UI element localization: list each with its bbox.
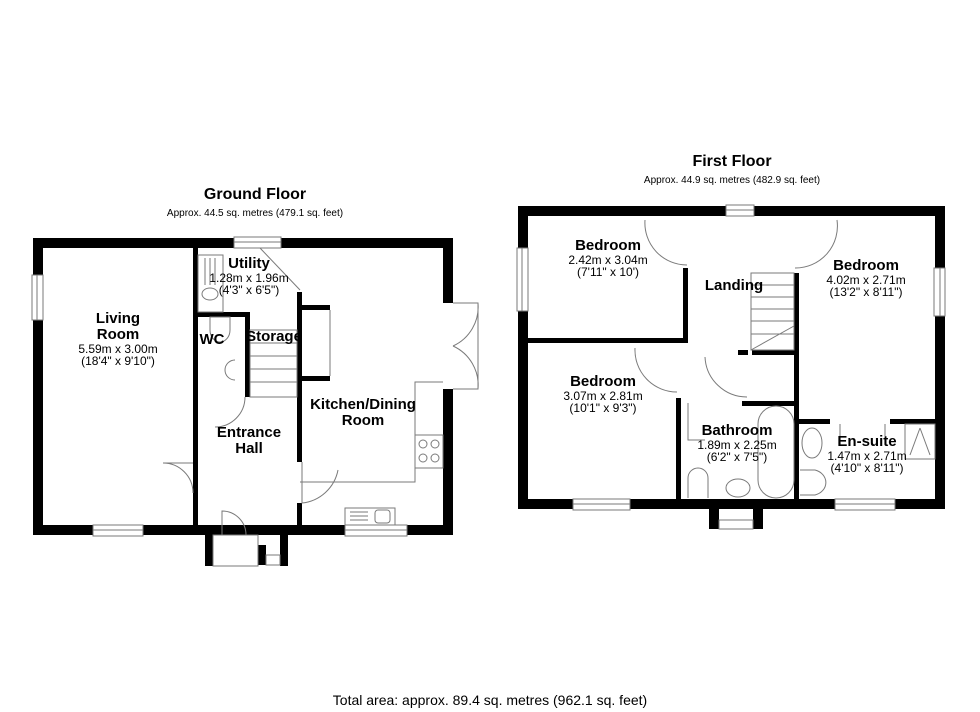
wall [752, 350, 794, 355]
wall [443, 389, 453, 535]
wall [676, 398, 681, 499]
wall [258, 545, 266, 565]
wall [302, 376, 330, 381]
wall [754, 206, 945, 216]
first-floor-plan [518, 206, 945, 529]
room-name: Kitchen/Dining [310, 396, 416, 413]
ground-floor-title: Ground Floor [203, 186, 307, 203]
room-dimensions-imperial: (4'10" x 8'11") [830, 461, 904, 476]
wall [630, 499, 835, 509]
room-name: WC [199, 331, 225, 348]
room-name: En-suite [837, 433, 897, 450]
wall [895, 499, 945, 509]
total-area: Total area: approx. 89.4 sq. metres (962… [332, 692, 648, 708]
wall [297, 292, 302, 462]
wall [33, 238, 43, 535]
room-dimensions-metric: 4.02m x 2.71m [826, 272, 906, 287]
wall [280, 535, 288, 566]
room-bedroom-1: Bedroom 4.02m x 2.71m (13'2" x 8'11") [826, 258, 905, 299]
room-dimensions-metric: 2.42m x 3.04m [568, 252, 648, 267]
room-dimensions-imperial: (18'4" x 9'10") [81, 354, 155, 369]
wall [738, 350, 748, 355]
room-living-room: Living Room 5.59m x 3.00m (18'4" x 9'10"… [78, 311, 157, 368]
room-dimensions-imperial: (4'3" x 6'5") [218, 283, 280, 298]
wall [528, 338, 688, 343]
room-dimensions-imperial: (10'1" x 9'3") [569, 401, 637, 416]
room-dimensions-imperial: (6'2" x 7'5") [706, 450, 768, 465]
room-name: Hall [235, 439, 263, 457]
ground-floor-plan [33, 238, 453, 566]
room-dimensions-metric: 3.07m x 2.81m [563, 388, 643, 403]
room-bathroom: Bathroom 1.89m x 2.25m (6'2" x 7'5") [697, 423, 776, 464]
first-floor-area: Approx. 44.9 sq. metres (482.9 sq. feet) [643, 175, 821, 186]
wall [709, 509, 719, 529]
room-dimensions-imperial: (13'2" x 8'11") [829, 285, 903, 300]
wall [742, 401, 794, 406]
room-name: Utility [228, 255, 270, 272]
room-wc: WC [200, 332, 225, 348]
first-floor-fixtures [516, 204, 946, 530]
wall [302, 305, 330, 310]
wall [935, 206, 945, 509]
room-name: Bathroom [701, 422, 773, 439]
room-landing: Landing [705, 278, 763, 294]
room-name: Landing [704, 277, 764, 294]
room-name: Living [95, 310, 141, 327]
room-name: Room [96, 325, 140, 343]
first-floor-title: First Floor [692, 153, 772, 170]
room-name: Storage [246, 328, 302, 345]
room-bedroom-3: Bedroom 3.07m x 2.81m (10'1" x 9'3") [563, 374, 642, 415]
room-dimensions-metric: 1.89m x 2.25m [697, 437, 777, 452]
room-dimensions-metric: 1.28m x 1.96m [209, 270, 289, 285]
wall [297, 503, 302, 528]
wall [443, 238, 453, 303]
wall [33, 525, 93, 535]
wall [143, 525, 345, 535]
wall [794, 273, 799, 499]
room-en-suite: En-suite 1.47m x 2.71m (4'10" x 8'11") [827, 434, 906, 475]
wall [518, 206, 528, 509]
wall [193, 248, 198, 528]
wall [245, 312, 250, 397]
room-dimensions-metric: 5.59m x 3.00m [78, 341, 158, 356]
wall [753, 509, 763, 529]
wall [407, 525, 453, 535]
room-storage: Storage [246, 329, 302, 345]
wall [518, 206, 726, 216]
room-bedroom-2: Bedroom 2.42m x 3.04m (7'11" x 10') [568, 238, 647, 279]
room-name: Bedroom [570, 373, 636, 390]
room-dimensions-metric: 1.47m x 2.71m [827, 448, 907, 463]
room-kitchen-dining: Kitchen/Dining Room [310, 397, 416, 429]
wall [281, 238, 453, 248]
ground-floor-fixtures [31, 236, 479, 567]
room-dimensions-imperial: (7'11" x 10') [577, 265, 639, 280]
wall [33, 238, 234, 248]
wall [799, 419, 830, 424]
wall [518, 499, 573, 509]
room-name: Bedroom [833, 257, 899, 274]
room-utility: Utility 1.28m x 1.96m (4'3" x 6'5") [209, 256, 288, 297]
wall [890, 419, 935, 424]
room-entrance-hall: Entrance Hall [217, 425, 281, 457]
wall [205, 535, 213, 566]
room-name: Entrance [216, 424, 282, 441]
room-name: Room [341, 411, 385, 429]
wall [683, 268, 688, 343]
ground-floor-area: Approx. 44.5 sq. metres (479.1 sq. feet) [166, 208, 344, 219]
wall [198, 312, 250, 317]
room-name: Bedroom [575, 237, 641, 254]
